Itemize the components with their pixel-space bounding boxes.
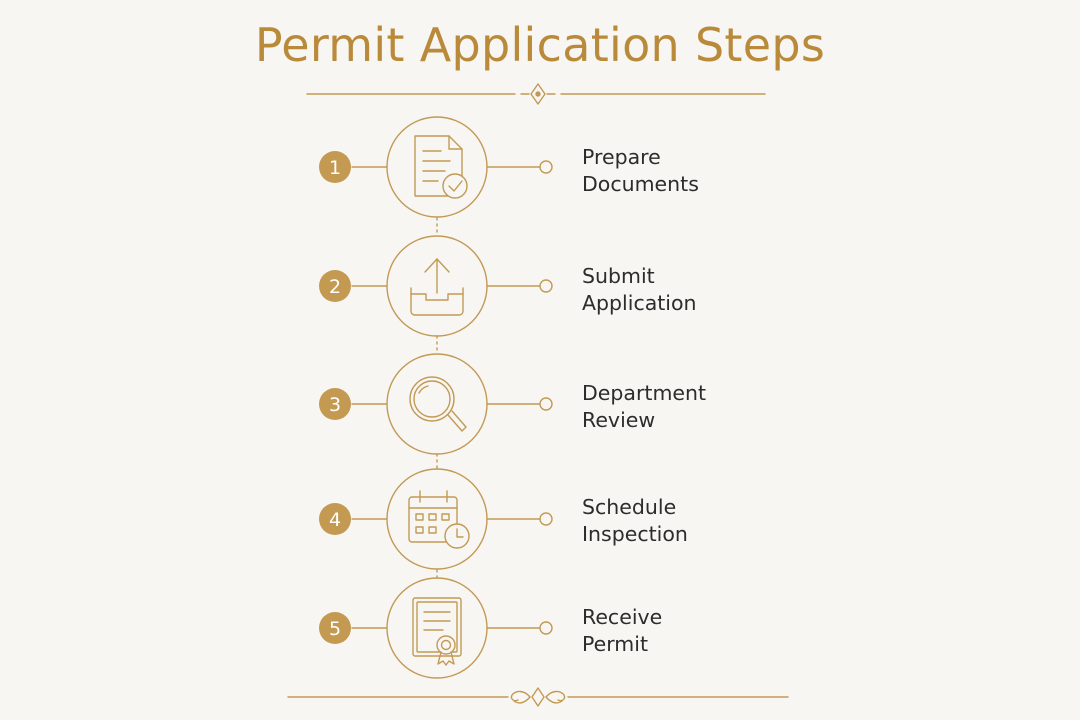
step-1-graphic [351, 116, 553, 218]
step-4-graphic [351, 468, 553, 570]
step-3-label-line1: Department [582, 381, 707, 405]
document-check-icon [414, 135, 468, 199]
upload-tray-icon [410, 258, 464, 316]
step-3-number: 3 [329, 394, 341, 416]
step-5-graphic [351, 577, 553, 679]
step-2-number: 2 [329, 276, 341, 298]
step-3-graphic [351, 353, 553, 455]
step-1-label: Prepare Documents [582, 144, 842, 198]
step-5-label: Receive Permit [582, 604, 842, 658]
step-3-label-line2: Review [582, 408, 656, 432]
step-3-badge: 3 [319, 388, 351, 420]
step-5-number: 5 [329, 618, 341, 640]
step-5-badge: 5 [319, 612, 351, 644]
step-1-number: 1 [329, 157, 341, 179]
magnifier-icon [409, 376, 467, 432]
step-4-number: 4 [329, 509, 341, 531]
step-2-graphic [351, 235, 553, 337]
step-2-label: Submit Application [582, 263, 842, 317]
calendar-clock-icon [408, 490, 470, 549]
step-1-label-line2: Documents [582, 172, 699, 196]
step-2-badge: 2 [319, 270, 351, 302]
step-5-label-line1: Receive [582, 605, 663, 629]
step-1-label-line1: Prepare [582, 145, 661, 169]
step-4-badge: 4 [319, 503, 351, 535]
diagram-title: Permit Application Steps [254, 18, 826, 72]
top-divider [306, 83, 766, 105]
step-4-label: Schedule Inspection [582, 494, 842, 548]
step-5-label-line2: Permit [582, 632, 649, 656]
step-2-label-line2: Application [582, 291, 697, 315]
bottom-divider [287, 687, 789, 707]
step-2-label-line1: Submit [582, 264, 655, 288]
step-4-label-line1: Schedule [582, 495, 677, 519]
step-3-label: Department Review [582, 380, 842, 434]
step-number-badges: 1 2 3 4 5 [319, 151, 351, 644]
step-4-label-line2: Inspection [582, 522, 688, 546]
certificate-icon [412, 597, 462, 666]
step-1-badge: 1 [319, 151, 351, 183]
